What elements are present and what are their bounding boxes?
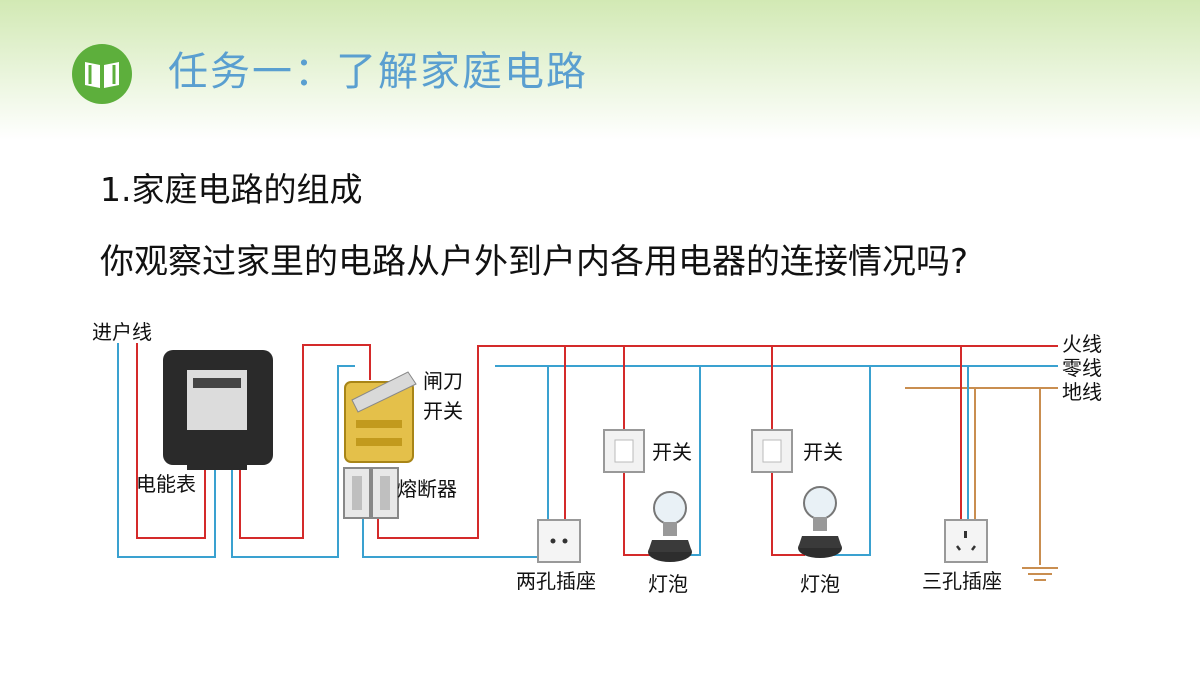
label-electric-meter: 电能表	[136, 472, 196, 496]
label-switch-1: 开关	[652, 440, 692, 464]
label-fuse: 熔断器	[397, 477, 457, 501]
knife-switch-icon	[344, 371, 417, 463]
label-three-pin-socket: 三孔插座	[922, 569, 1002, 593]
label-bulb-2: 灯泡	[800, 572, 840, 596]
header-band	[0, 0, 1200, 140]
label-neutral-wire: 零线	[1062, 356, 1102, 380]
open-book-icon	[72, 44, 132, 104]
wall-switch-icon	[751, 429, 793, 473]
section-heading: 1.家庭电路的组成	[100, 170, 363, 209]
label-knife-switch-2: 开关	[423, 399, 463, 423]
live-wire	[136, 343, 1058, 556]
question-text: 你观察过家里的电路从户外到户内各用电器的连接情况吗?	[100, 242, 969, 282]
label-bulb-1: 灯泡	[648, 572, 688, 596]
wall-switch-icon	[603, 429, 645, 473]
label-switch-2: 开关	[803, 440, 843, 464]
light-bulb-icon	[648, 491, 692, 562]
label-live-wire: 火线	[1062, 332, 1102, 356]
two-pin-socket-icon	[537, 519, 581, 563]
label-earth-wire: 地线	[1062, 380, 1102, 404]
electric-meter-icon	[163, 350, 273, 470]
page-title: 任务一：了解家庭电路	[168, 49, 588, 95]
label-incoming-line: 进户线	[92, 320, 152, 344]
earth-wire	[905, 387, 1058, 581]
label-knife-switch-1: 闸刀	[423, 369, 463, 393]
fuse-icon	[343, 467, 399, 519]
neutral-wire	[117, 343, 1058, 558]
three-pin-socket-icon	[944, 519, 988, 563]
light-bulb-icon	[798, 486, 842, 558]
label-two-pin-socket: 两孔插座	[516, 569, 596, 593]
